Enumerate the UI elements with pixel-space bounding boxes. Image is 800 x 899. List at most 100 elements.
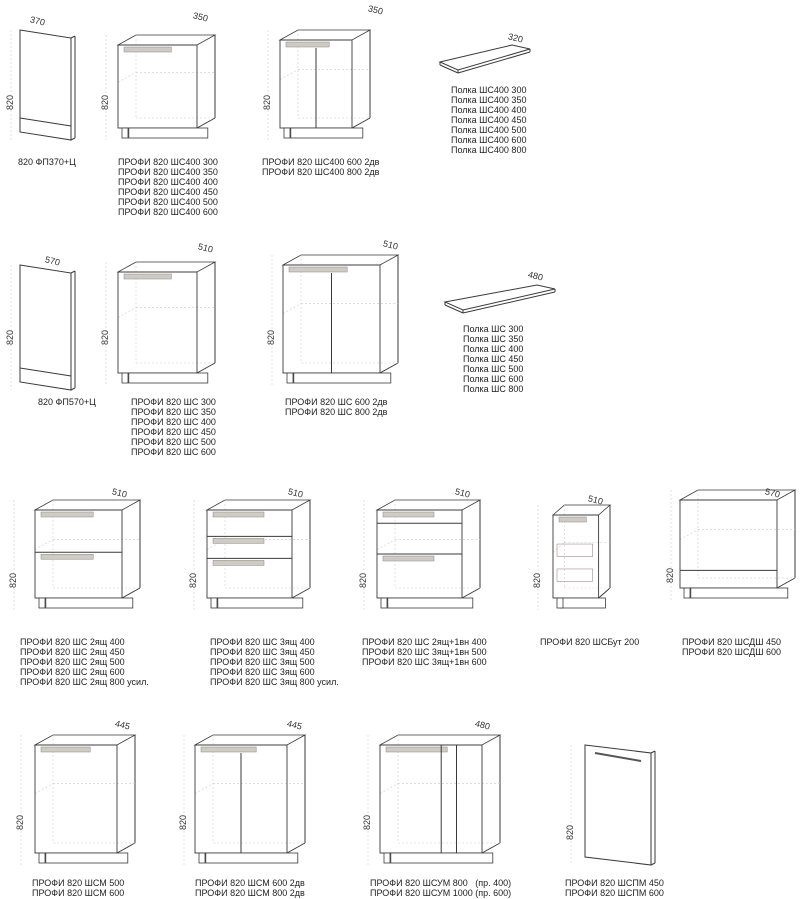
handle-profile: [285, 41, 330, 48]
model-name: Полка ШС400 800: [451, 145, 527, 155]
model-name: ПРОФИ 820 ШС 400: [131, 417, 216, 427]
leg: [556, 597, 564, 609]
model-name: Полка ШС 450: [463, 354, 524, 364]
model-name: ПРОФИ 820 ШСУМ 800 (пр. 400): [370, 878, 512, 888]
height-dimension: 820: [665, 567, 675, 583]
drawing-drawers3: [205, 499, 312, 609]
model-name: Полка ШС 500: [463, 364, 524, 374]
handle-profile: [382, 511, 435, 518]
model-name: ПРОФИ 820 ШСДШ 450: [682, 637, 782, 647]
cabinet-body: [34, 744, 118, 854]
drawing-cab2: [278, 29, 372, 139]
model-name: ПРОФИ 820 ШС 3ящ 450: [210, 647, 315, 657]
model-name: ПРОФИ 820 ШС400 600 2дв: [262, 157, 380, 167]
drawing-drawers2: [33, 499, 142, 609]
model-list: ПРОФИ 820 ШСУМ 800 (пр. 400)ПРОФИ 820 ШС…: [370, 878, 511, 898]
height-dimension: 820: [5, 94, 15, 110]
model-name: ПРОФИ 820 ШС400 500: [118, 197, 218, 207]
leg: [683, 587, 691, 599]
plinth: [290, 127, 364, 139]
plinth: [387, 597, 474, 609]
plinth: [559, 597, 606, 609]
model-name: ПРОФИ 820 ШСУМ 1000 (пр. 600): [370, 888, 512, 898]
drawing-shelf: [438, 44, 531, 74]
model-name: ПРОФИ 820 ШС 600: [131, 447, 216, 457]
leg: [380, 597, 388, 609]
model-name: ПРОФИ 820 ШС 3ящ 600: [210, 667, 315, 677]
drawing-cab1: [116, 34, 217, 139]
model-name: ПРОФИ 820 ШС 3ящ 500: [210, 657, 315, 667]
model-name: ПРОФИ 820 ШС 2ящ 600: [20, 667, 125, 677]
model-name: ПРОФИ 820 ШС 3ящ 800 усил.: [210, 677, 339, 687]
handle-profile: [123, 273, 172, 280]
drawing-panel: [19, 29, 76, 141]
model-name: ПРОФИ 820 ШС400 400: [118, 177, 218, 187]
handle-profile: [385, 746, 448, 753]
cabinet-body: [679, 499, 778, 589]
cabinet-body: [117, 44, 198, 129]
height-dimension: 820: [100, 329, 110, 345]
drawing-cab1: [33, 734, 137, 864]
model-name: ПРОФИ 820 ШСПМ 450: [565, 878, 664, 888]
model-name: Полка ШС400 600: [451, 135, 527, 145]
model-name: ПРОФИ 820 ШС 300: [131, 397, 216, 407]
model-name: Полка ШС 400: [463, 344, 524, 354]
height-dimension: 820: [358, 572, 368, 588]
height-dimension: 820: [15, 814, 25, 830]
height-dimension: 820: [262, 94, 272, 110]
model-name: ПРОФИ 820 ШСПМ 600: [565, 888, 664, 898]
height-dimension: 820: [362, 814, 372, 830]
plinth: [128, 127, 209, 139]
leg: [210, 597, 218, 609]
handle-profile: [40, 511, 94, 518]
plinth: [45, 597, 134, 609]
model-name: ПРОФИ 820 ШСДШ 600: [682, 647, 782, 657]
handle-profile: [200, 746, 257, 753]
handle-profile: [40, 746, 91, 753]
model-list: 820 ФП370+Ц: [18, 157, 76, 167]
drawing-drawers21: [375, 499, 482, 609]
leg: [383, 852, 391, 864]
model-name: ПРОФИ 820 ШСМ 600: [32, 888, 125, 898]
height-dimension: 820: [188, 572, 198, 588]
model-name: Полка ШС 800: [463, 384, 524, 394]
bottle-basket: [556, 543, 593, 557]
plinth: [45, 852, 129, 864]
model-name: ПРОФИ 820 ШС 450: [131, 427, 216, 437]
model-name: ПРОФИ 820 ШС 2ящ 400: [20, 637, 125, 647]
height-dimension: 820: [100, 94, 110, 110]
panel-face: [584, 744, 652, 866]
cabinet-body: [379, 744, 483, 854]
leg: [121, 372, 129, 384]
drawing-cab2: [281, 254, 400, 384]
handle-profile: [123, 46, 172, 53]
handle-profile: [288, 266, 348, 273]
leg: [38, 852, 46, 864]
model-name: Полка ШС 600: [463, 374, 524, 384]
drawing-bottle: [551, 504, 612, 609]
handle-profile: [40, 553, 94, 560]
model-name: Полка ШС400 350: [451, 95, 527, 105]
model-name: ПРОФИ 820 ШСМ 800 2дв: [195, 888, 305, 898]
model-list: 820 ФП570+Ц: [38, 397, 96, 407]
plinth: [217, 597, 304, 609]
leg: [198, 852, 206, 864]
model-name: Полка ШС 300: [463, 324, 524, 334]
height-dimension: 820: [266, 329, 276, 345]
model-name: ПРОФИ 820 ШС400 800 2дв: [262, 167, 380, 177]
model-name: Полка ШС400 500: [451, 125, 527, 135]
shelf-board: [438, 44, 531, 71]
handle-profile: [212, 511, 265, 518]
